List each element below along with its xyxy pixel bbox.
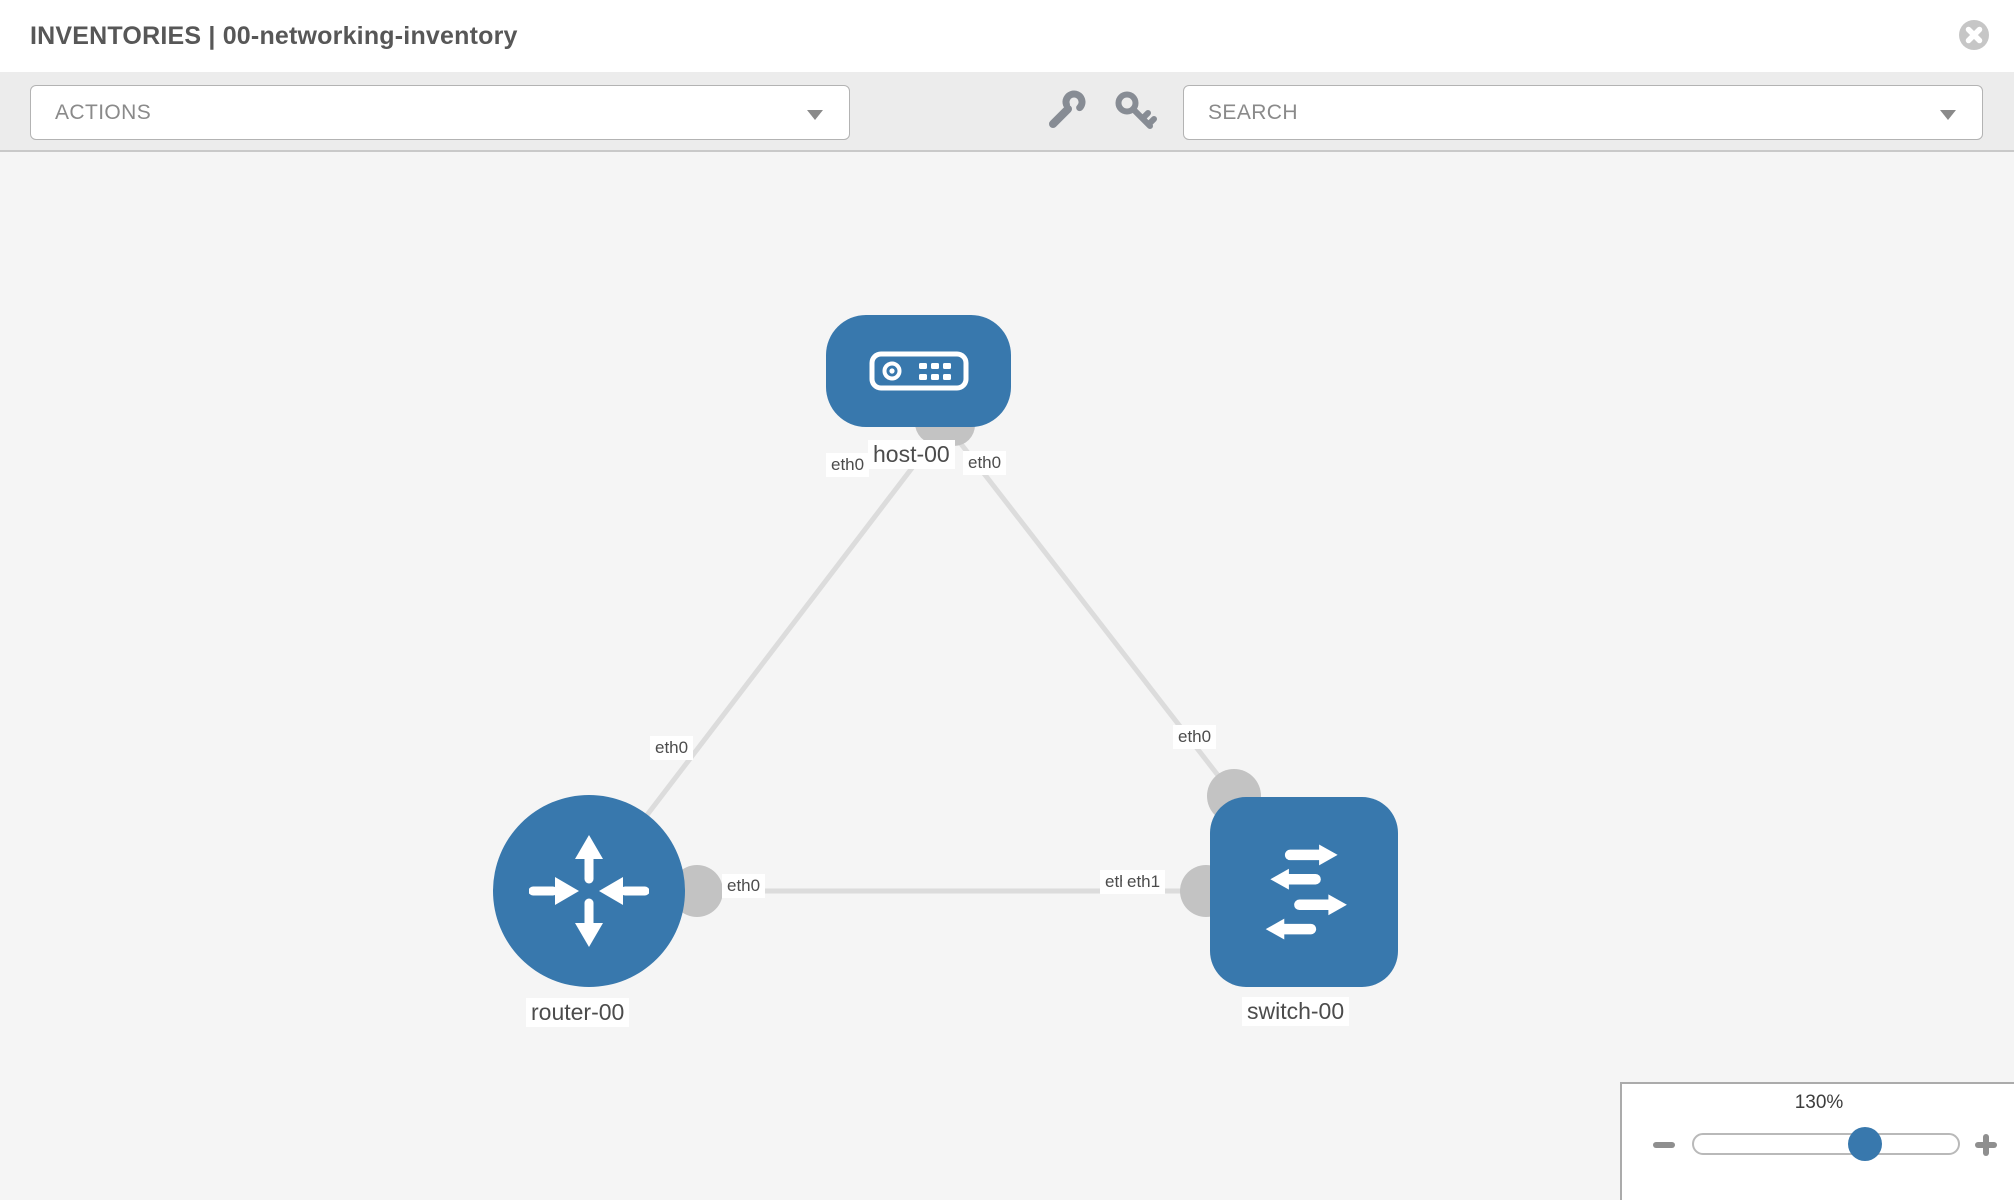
search-dropdown[interactable]: SEARCH (1183, 85, 1983, 140)
node-label-switch-00: switch-00 (1242, 997, 1350, 1026)
minus-icon (1653, 1142, 1675, 1148)
close-icon (1959, 20, 1989, 50)
plus-icon-v (1983, 1134, 1989, 1156)
tools-button[interactable] (1042, 88, 1090, 136)
port-label-host-eth0-right: eth0 (963, 451, 1007, 475)
actions-dropdown[interactable]: ACTIONS (30, 85, 850, 140)
links-layer (587, 402, 1304, 917)
node-router-00[interactable] (493, 795, 685, 987)
zoom-level-value: 130% (1794, 1092, 1844, 1113)
port-label-router-eth0: eth0 (722, 874, 766, 898)
node-switch-00[interactable] (1210, 797, 1398, 987)
search-dropdown-label: SEARCH (1208, 101, 1298, 124)
key-icon (1115, 91, 1157, 129)
port-label-host-eth0-left: eth0 (826, 453, 870, 477)
chevron-down-icon (1940, 110, 1956, 120)
zoom-slider-thumb[interactable] (1848, 1127, 1882, 1161)
switch-icon (1265, 844, 1347, 940)
port-label-router-eth0-uplink: eth0 (650, 736, 694, 760)
node-label-router-00: router-00 (526, 998, 630, 1027)
page-title: INVENTORIES | 00-networking-inventory (30, 22, 518, 50)
port-label-switch-eth0-uplink: eth0 (1173, 725, 1217, 749)
zoom-panel: 130% (1620, 1082, 2014, 1200)
node-label-host-00: host-00 (868, 440, 955, 469)
zoom-in-button[interactable] (1971, 1130, 2001, 1160)
port-label-switch-eth1: eth1 (1122, 870, 1166, 894)
toolbar: ACTIONS SEARCH (0, 72, 2014, 152)
zoom-out-button[interactable] (1649, 1130, 1679, 1160)
wrench-icon (1049, 90, 1086, 128)
router-icon (529, 835, 649, 947)
header-bar: INVENTORIES | 00-networking-inventory (0, 0, 2014, 72)
topology-canvas[interactable]: host-00 router-00 switch-00 eth0 eth0 et… (0, 152, 2014, 1200)
key-button[interactable] (1112, 88, 1160, 136)
close-button[interactable] (1958, 19, 1990, 51)
chevron-down-icon (807, 110, 823, 120)
actions-dropdown-label: ACTIONS (55, 101, 152, 124)
host-icon (869, 351, 968, 391)
zoom-slider-track[interactable] (1692, 1133, 1960, 1155)
node-host-00[interactable] (826, 315, 1011, 427)
